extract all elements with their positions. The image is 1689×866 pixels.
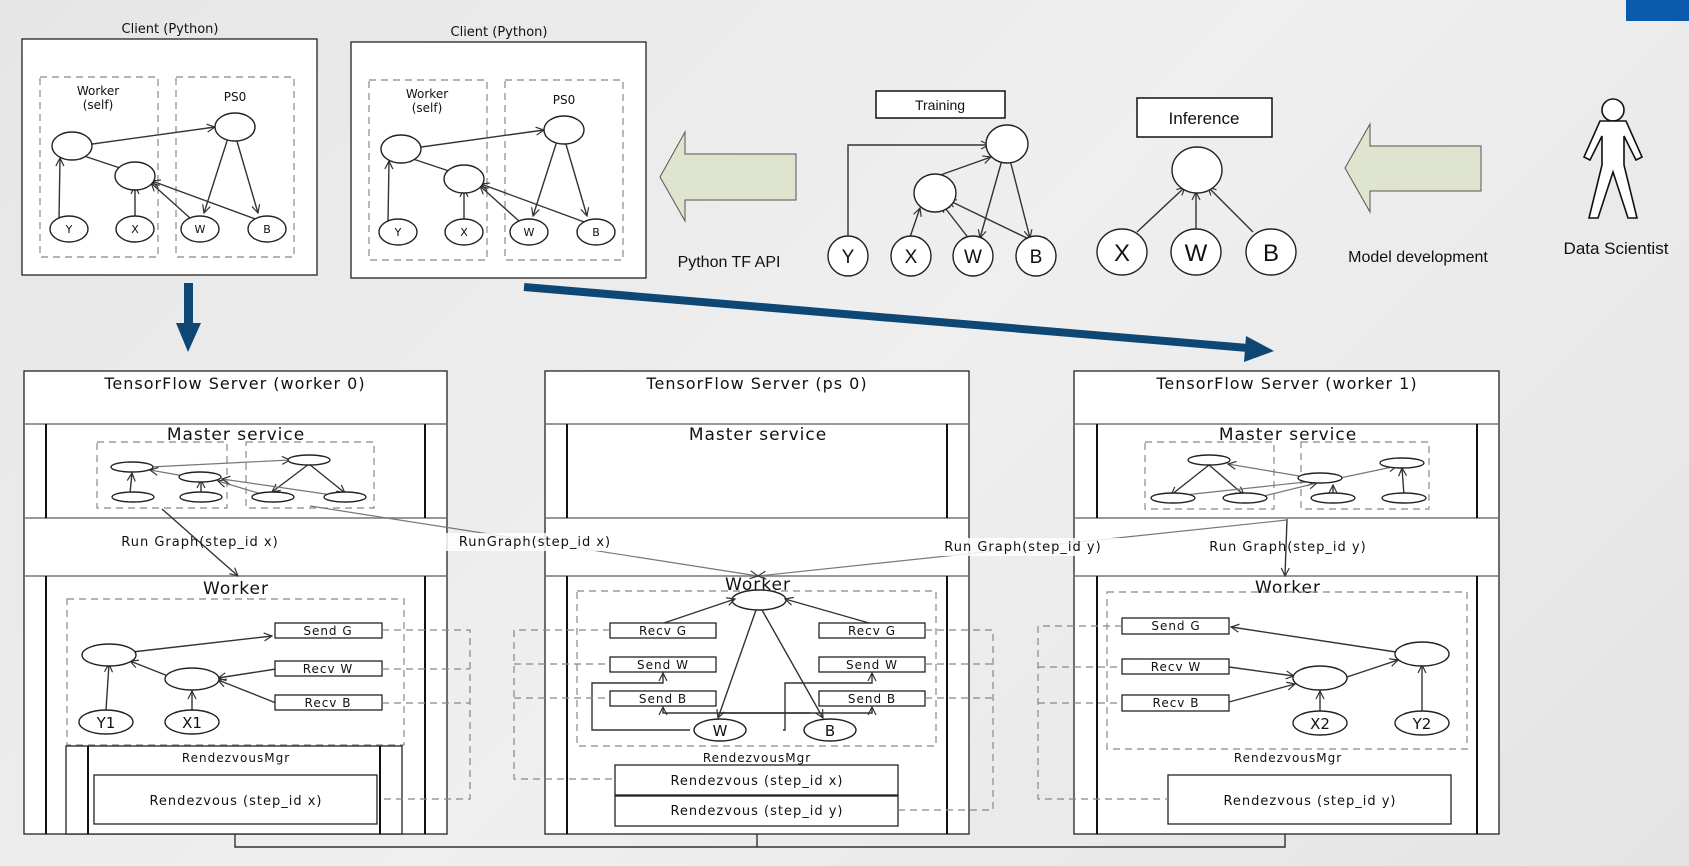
op-recv-g: Recv G bbox=[639, 624, 687, 638]
server-worker-1: TensorFlow Server (worker 1) Master serv… bbox=[1037, 370, 1500, 835]
node-label: B bbox=[263, 223, 271, 236]
deploy-arrows bbox=[176, 283, 1274, 362]
python-tf-api-label: Python TF API bbox=[678, 254, 781, 271]
op-recv-g: Recv G bbox=[848, 624, 896, 638]
node-label: B bbox=[1263, 240, 1279, 267]
var-label: W bbox=[713, 722, 728, 740]
client-title: Client (Python) bbox=[451, 25, 548, 40]
op-send-b: Send B bbox=[639, 692, 687, 706]
node-label: Y bbox=[65, 223, 73, 236]
left-arrow-icon bbox=[659, 130, 797, 223]
node-label: Y bbox=[842, 247, 855, 268]
rendezvous-mgr-label: RendezvousMgr bbox=[703, 751, 811, 765]
server-title: TensorFlow Server (worker 1) bbox=[1155, 374, 1417, 393]
op-recv-w: Recv W bbox=[1151, 660, 1202, 674]
ps-label: PS0 bbox=[553, 93, 576, 107]
worker-label: Worker bbox=[406, 87, 448, 101]
data-scientist-label: Data Scientist bbox=[1564, 239, 1669, 258]
server-title: TensorFlow Server (worker 0) bbox=[103, 374, 365, 393]
worker-label: Worker bbox=[77, 84, 119, 98]
rungraph-links: RunGraph(step_id x) Run Graph(step_id y) bbox=[309, 505, 1288, 576]
corner-accent bbox=[1626, 0, 1689, 21]
training-title: Training bbox=[915, 97, 965, 113]
node-label: X bbox=[131, 223, 139, 236]
input-label: X1 bbox=[182, 714, 202, 732]
var-label: B bbox=[825, 722, 835, 740]
client-title: Client (Python) bbox=[122, 22, 219, 37]
input-label: Y1 bbox=[96, 714, 116, 732]
worker-label: Worker bbox=[203, 579, 269, 599]
op-send-w: Send W bbox=[846, 658, 898, 672]
rungraph-label: Run Graph(step_id y) bbox=[1209, 540, 1366, 555]
node-label: B bbox=[592, 226, 600, 239]
node-label: W bbox=[524, 226, 535, 239]
node-label: W bbox=[1185, 240, 1208, 267]
rendezvous-box: Rendezvous (step_id y) bbox=[670, 804, 843, 819]
node-label: X bbox=[905, 247, 918, 268]
model-development-label: Model development bbox=[1348, 249, 1488, 266]
server-title: TensorFlow Server (ps 0) bbox=[645, 374, 867, 393]
rungraph-label-ps-x: RunGraph(step_id x) bbox=[459, 535, 611, 550]
rendezvous-box: Rendezvous (step_id y) bbox=[1223, 794, 1396, 809]
op-recv-w: Recv W bbox=[303, 662, 354, 676]
client-panel-1: Client (Python) Worker (self) PS0 Y X W … bbox=[21, 22, 318, 276]
op-send-g: Send G bbox=[303, 624, 352, 638]
rungraph-label: Run Graph(step_id x) bbox=[121, 535, 278, 550]
node-label: X bbox=[1114, 240, 1130, 267]
left-arrow-icon bbox=[1344, 122, 1482, 214]
op-recv-b: Recv B bbox=[305, 696, 352, 710]
rendezvous-mgr-label: RendezvousMgr bbox=[1234, 751, 1342, 765]
inference-title: Inference bbox=[1169, 109, 1240, 128]
data-scientist-icon bbox=[1582, 98, 1644, 219]
op-send-w: Send W bbox=[637, 658, 689, 672]
op-send-g: Send G bbox=[1151, 619, 1200, 633]
client-panel-2: Client (Python) Worker (self) PS0 Y X W … bbox=[350, 25, 647, 279]
node-label: W bbox=[195, 223, 206, 236]
master-service-label: Master service bbox=[1219, 425, 1357, 445]
node-label: W bbox=[964, 247, 982, 268]
op-send-b: Send B bbox=[848, 692, 896, 706]
ps-label: PS0 bbox=[224, 90, 247, 104]
master-service-label: Master service bbox=[689, 425, 827, 445]
worker-label-self: (self) bbox=[412, 101, 443, 115]
rendezvous-box: Rendezvous (step_id x) bbox=[149, 794, 322, 809]
server-ps-0: TensorFlow Server (ps 0) Master service … bbox=[513, 370, 994, 835]
worker-label: Worker bbox=[1255, 578, 1321, 598]
rungraph-label-ps-y: Run Graph(step_id y) bbox=[944, 540, 1101, 555]
node-label: X bbox=[460, 226, 468, 239]
inference-graph: Inference X W B bbox=[1096, 97, 1297, 276]
network-bus bbox=[234, 834, 1286, 848]
worker-label: Worker bbox=[725, 575, 791, 595]
input-label: Y2 bbox=[1412, 715, 1432, 733]
rendezvous-box: Rendezvous (step_id x) bbox=[670, 774, 843, 789]
master-service-label: Master service bbox=[167, 425, 305, 445]
training-graph: Training Y X W B bbox=[827, 90, 1057, 277]
input-label: X2 bbox=[1310, 715, 1330, 733]
worker-label-self: (self) bbox=[83, 98, 114, 112]
rendezvous-mgr-label: RendezvousMgr bbox=[182, 751, 290, 765]
server-worker-0: TensorFlow Server (worker 0) Master serv… bbox=[23, 370, 471, 835]
node-label: Y bbox=[394, 226, 402, 239]
node-label: B bbox=[1030, 247, 1043, 268]
op-recv-b: Recv B bbox=[1153, 696, 1200, 710]
